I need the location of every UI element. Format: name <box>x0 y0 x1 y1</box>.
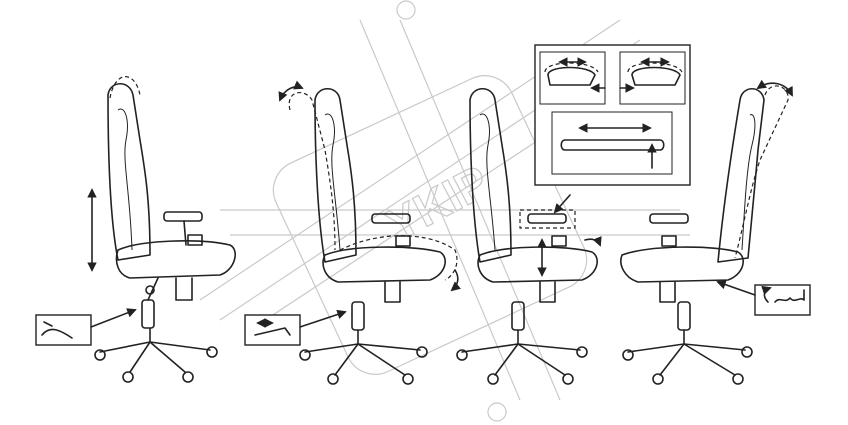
lever-icon <box>41 321 73 339</box>
rotate-arrow-icon <box>584 236 602 247</box>
figure-tilt-adjust <box>244 80 461 385</box>
lever-icon <box>254 327 291 336</box>
rotate-arrow-icon <box>278 80 304 102</box>
rotate-arrow-icon <box>761 285 772 303</box>
figure-height-adjust <box>35 76 236 383</box>
figure-armrest-adjust <box>456 44 691 385</box>
lever-icon <box>774 289 805 303</box>
lever-callout <box>244 314 301 346</box>
armrest-detail-callout <box>534 44 691 186</box>
rotate-arrow-icon <box>756 79 793 97</box>
rotate-arrow-icon <box>450 269 461 292</box>
figure-backrest-recline <box>620 79 811 385</box>
lever-callout <box>35 314 92 346</box>
